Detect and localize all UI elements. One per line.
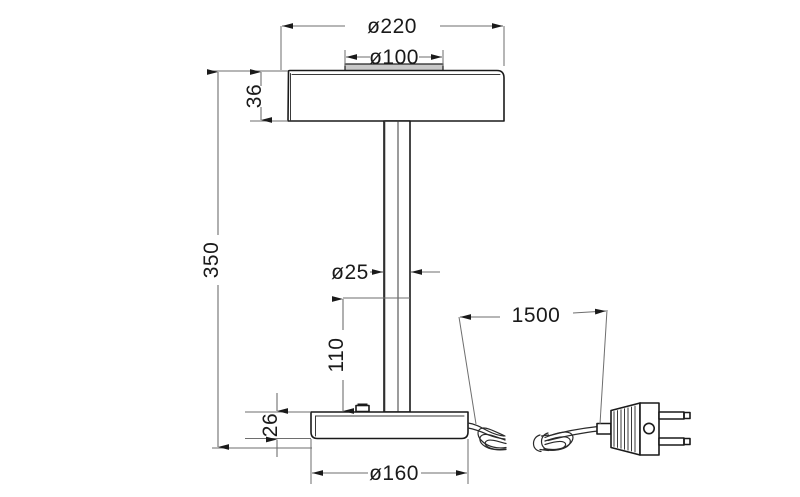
dimension-label-stem-lower-height: 110: [325, 338, 348, 373]
dimension-shade-height: 36: [243, 69, 288, 123]
base-switch-button[interactable]: [355, 403, 370, 413]
lamp-shade: [287, 69, 505, 122]
dimension-label-cord-length: 1500: [512, 304, 561, 327]
lamp-stem: [383, 120, 411, 413]
dimension-label-shade-height: 36: [243, 84, 266, 108]
lamp-assembly: [287, 63, 691, 456]
dimension-label-stem-diameter: ø25: [331, 261, 369, 284]
dimension-stem-diameter: ø25: [331, 261, 440, 284]
dimension-shade-outer-diameter: ø220: [280, 15, 505, 70]
dimension-stem-lower-height: 110: [325, 296, 410, 414]
lamp-base: [310, 411, 469, 440]
dimension-label-base-diameter: ø160: [369, 462, 419, 485]
dimension-label-base-height: 26: [259, 413, 282, 437]
plug-grip-ribs: [613, 405, 636, 453]
dimension-base-height: 26: [245, 393, 311, 457]
dimension-annotations: ø220 ø100 36: [200, 15, 608, 485]
plug-pin-top: [658, 411, 691, 420]
dimension-total-height: 350: [200, 69, 312, 450]
plug-hole: [642, 422, 655, 435]
dimension-cord-length: 1500: [458, 304, 608, 425]
dimension-label-shade-top-diameter: ø100: [369, 46, 419, 69]
dimension-base-diameter: ø160: [310, 439, 469, 485]
cord-tie: [532, 432, 550, 453]
plug-pin-bottom: [658, 437, 691, 446]
power-cord: [467, 422, 599, 453]
dimension-shade-top-diameter: ø100: [344, 46, 444, 69]
europlug: [596, 402, 691, 456]
dimension-label-total-height: 350: [200, 242, 223, 279]
dimension-label-shade-outer-diameter: ø220: [367, 15, 417, 38]
